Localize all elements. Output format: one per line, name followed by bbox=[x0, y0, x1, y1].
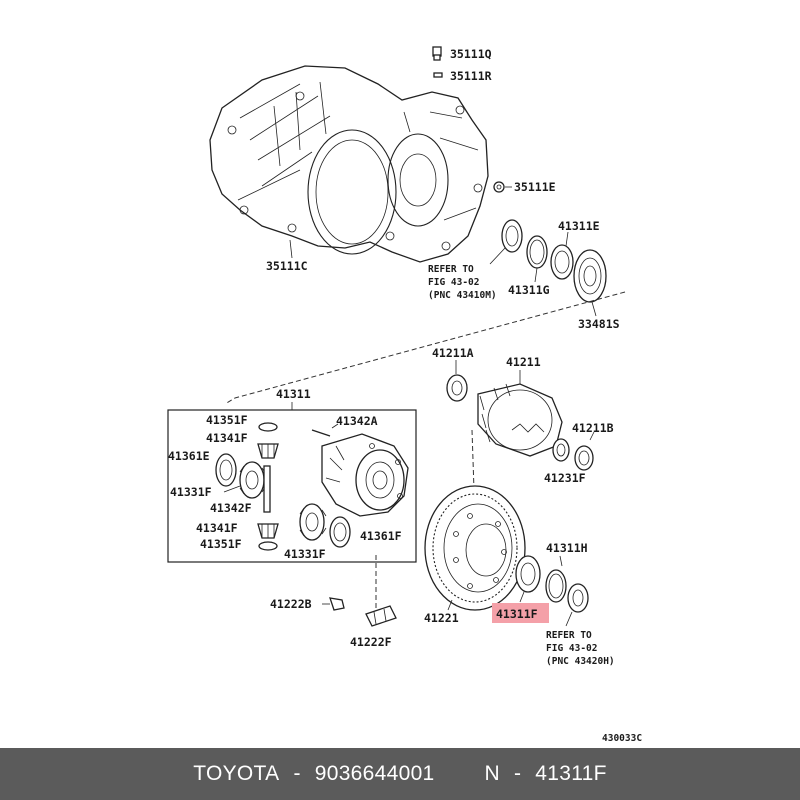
refer-note-bottom-line3: (PNC 43420H) bbox=[546, 656, 615, 667]
label-41342A: 41342A bbox=[336, 414, 378, 428]
drive-gear-41211 bbox=[477, 383, 563, 457]
part-41222F bbox=[365, 605, 397, 627]
label-41341F-bottom: 41341F bbox=[196, 521, 238, 535]
refer-note-top-line3: (PNC 43410M) bbox=[428, 290, 497, 301]
plug-35111Q bbox=[432, 46, 442, 61]
caption-prefix: N bbox=[484, 762, 500, 785]
shim-41311G bbox=[526, 235, 548, 269]
ring-gear-41221 bbox=[424, 485, 526, 611]
label-41211B: 41211B bbox=[572, 421, 614, 435]
label-41311: 41311 bbox=[276, 387, 311, 401]
label-41351F-top: 41351F bbox=[206, 413, 248, 427]
bearing-41311E bbox=[550, 244, 574, 280]
refer-note-bottom-line1: REFER TO bbox=[546, 630, 592, 641]
shim-41311H bbox=[545, 569, 567, 603]
label-41211A: 41211A bbox=[432, 346, 474, 360]
label-35111R: 35111R bbox=[450, 69, 492, 83]
pinion-gear-41341F-bottom bbox=[257, 523, 279, 539]
label-41311E: 41311E bbox=[558, 219, 600, 233]
parts-diagram: 35111C 35111Q 35111R 35111E 41311E 41311… bbox=[167, 46, 642, 744]
bearing-41231F bbox=[552, 438, 570, 462]
thrust-washer-41361E bbox=[215, 453, 237, 487]
differential-assembly-box bbox=[167, 409, 417, 563]
figure-code: 430033C bbox=[602, 733, 642, 744]
label-41331F-left: 41331F bbox=[170, 485, 212, 499]
bearing-cup-lower bbox=[567, 583, 589, 613]
differential-case bbox=[321, 433, 409, 517]
pinion-shaft-41342F bbox=[263, 465, 271, 513]
plug-35111E bbox=[493, 181, 505, 193]
alignment-line-upper bbox=[224, 291, 626, 405]
refer-note-top-line2: FIG 43-02 bbox=[428, 277, 479, 288]
caption-brand: TOYOTA bbox=[193, 762, 280, 785]
label-41222F: 41222F bbox=[350, 635, 392, 649]
transaxle-housing bbox=[209, 65, 489, 263]
label-35111Q: 35111Q bbox=[450, 47, 492, 61]
label-41341F-top: 41341F bbox=[206, 431, 248, 445]
refer-note-top-line1: REFER TO bbox=[428, 264, 474, 275]
plug-35111R bbox=[433, 72, 443, 78]
label-41221: 41221 bbox=[424, 611, 459, 625]
label-41222B: 41222B bbox=[270, 597, 312, 611]
label-41331F-bottom: 41331F bbox=[284, 547, 326, 561]
label-41311H: 41311H bbox=[546, 541, 588, 555]
highlight-41311F bbox=[492, 603, 549, 623]
part-41222B bbox=[322, 597, 345, 611]
caption-separator-2: - bbox=[514, 762, 522, 785]
caption-bar: TOYOTA - 9036644001 N - 41311F bbox=[0, 748, 800, 800]
washer-41351F-top bbox=[258, 422, 278, 432]
pinion-pin-41342A bbox=[311, 429, 331, 437]
bearing-cup-upper bbox=[501, 219, 523, 253]
label-35111C: 35111C bbox=[266, 259, 308, 273]
label-41311G: 41311G bbox=[508, 283, 550, 297]
thrust-washer-41361F bbox=[329, 516, 351, 548]
label-41342F: 41342F bbox=[210, 501, 252, 515]
label-41361E: 41361E bbox=[168, 449, 210, 463]
side-gear-41331F-bottom bbox=[299, 503, 327, 541]
label-41211: 41211 bbox=[506, 355, 541, 369]
label-41231F: 41231F bbox=[544, 471, 586, 485]
label-33481S: 33481S bbox=[578, 317, 620, 331]
washer-41351F-bottom bbox=[258, 541, 278, 551]
caption-item: 41311F bbox=[535, 762, 607, 785]
side-gear-41331F-left bbox=[239, 461, 267, 499]
bearing-41211A bbox=[446, 374, 468, 402]
pinion-gear-41341F-top bbox=[257, 443, 279, 459]
bearing-41311F bbox=[515, 555, 541, 593]
caption-part-number: 9036644001 bbox=[314, 762, 435, 785]
bearing-41211B bbox=[574, 445, 594, 471]
label-35111E: 35111E bbox=[514, 180, 556, 194]
refer-note-bottom-line2: FIG 43-02 bbox=[546, 643, 597, 654]
caption-separator-1: - bbox=[293, 762, 301, 785]
oil-seal-33481S bbox=[573, 249, 607, 303]
label-41311F: 41311F bbox=[496, 607, 538, 621]
label-41351F-bottom: 41351F bbox=[200, 537, 242, 551]
label-41361F: 41361F bbox=[360, 529, 402, 543]
